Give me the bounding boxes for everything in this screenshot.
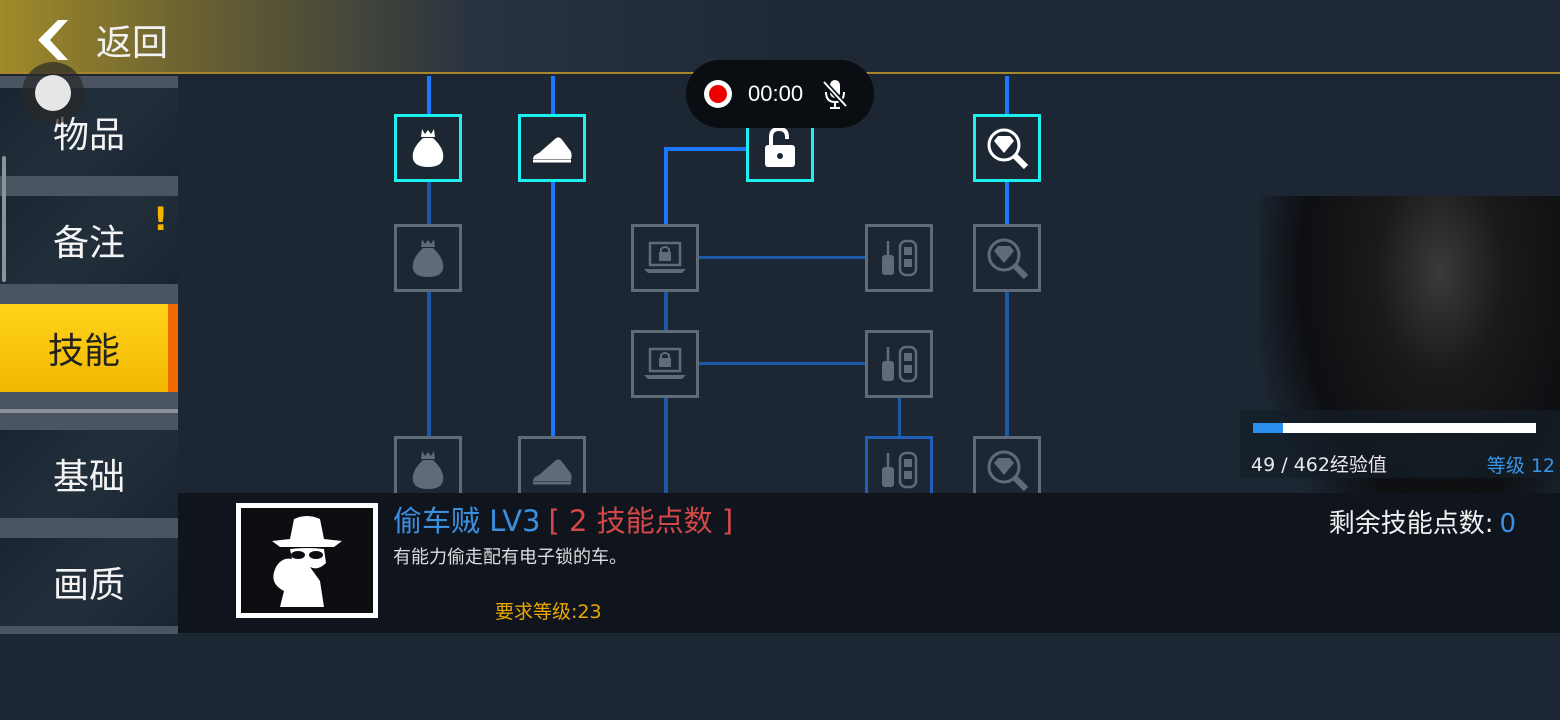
skill-node-car-key-fob[interactable]: [865, 436, 933, 493]
skill-node-diamond-magnifier[interactable]: [973, 114, 1041, 182]
sidebar-item-notes[interactable]: 备注!: [0, 196, 178, 284]
mic-muted-icon[interactable]: [821, 78, 849, 110]
label: 剩余技能点数:: [1328, 509, 1494, 539]
sidebar-item-basics[interactable]: 基础: [0, 430, 178, 518]
label: 画质: [52, 565, 125, 606]
shoe-icon: [533, 137, 572, 163]
record-time: 00:00: [748, 81, 804, 106]
floating-assist-button[interactable]: [22, 62, 84, 124]
car-key-fob-icon: [882, 451, 918, 489]
skill-node-money-bag[interactable]: [394, 436, 462, 493]
diamond-magnifier-icon: [987, 450, 1029, 492]
money-bag-icon: [412, 239, 444, 277]
sidebar-item-items[interactable]: 物品: [0, 88, 178, 176]
skill-node-diamond-magnifier[interactable]: [973, 224, 1041, 292]
back-button[interactable]: 返回: [28, 14, 168, 66]
car-key-fob-icon: [882, 345, 918, 383]
xp-text: 49 / 462经验值: [1251, 454, 1387, 476]
remaining-skill-points: 剩余技能点数:0: [1329, 503, 1516, 540]
shoe-icon: [533, 459, 572, 485]
car-key-fob-icon: [882, 239, 918, 277]
sidebar: 物品 备注! 技能 基础 画质: [0, 76, 178, 636]
skill-detail-panel: 偷车贼 LV3[ 2 技能点数 ] 有能力偷走配有电子锁的车。 要求等级:23 …: [178, 493, 1560, 633]
chevron-left-icon: [38, 20, 68, 60]
skill-requirement: 要求等级:23: [495, 601, 602, 623]
skill-node-diamond-magnifier[interactable]: [973, 436, 1041, 493]
skill-title: 偷车贼 LV3[ 2 技能点数 ]: [393, 498, 733, 540]
alert-badge: !: [153, 200, 168, 238]
xp-progress-bar: [1253, 423, 1536, 433]
skill-node-laptop-lock[interactable]: [631, 224, 699, 292]
level-label: 等级 12: [1486, 455, 1555, 477]
value: 0: [1499, 509, 1516, 539]
car-thief-icon: [236, 503, 378, 618]
skill-node-laptop-lock[interactable]: [631, 330, 699, 398]
divider: [0, 284, 178, 304]
diamond-magnifier-icon: [987, 128, 1029, 170]
skill-cost: [ 2 技能点数 ]: [548, 504, 734, 538]
scrollbar[interactable]: [2, 156, 6, 282]
divider: [0, 392, 178, 430]
skill-tree: [178, 76, 1560, 493]
skill-node-shoe[interactable]: [518, 114, 586, 182]
diamond-magnifier-icon: [987, 238, 1029, 280]
money-bag-icon: [412, 129, 444, 167]
skill-node-car-key-fob[interactable]: [865, 224, 933, 292]
laptop-lock-icon: [644, 241, 686, 273]
label: 备注: [52, 223, 125, 264]
divider: [0, 176, 178, 196]
back-label: 返回: [96, 23, 169, 64]
divider: [0, 626, 178, 634]
money-bag-icon: [412, 451, 444, 489]
skill-node-money-bag[interactable]: [394, 224, 462, 292]
divider: [0, 518, 178, 538]
record-icon[interactable]: [704, 80, 732, 108]
screen-recorder-pill[interactable]: 00:00: [686, 60, 874, 128]
label: 技能: [47, 331, 120, 372]
skill-node-shoe[interactable]: [518, 436, 586, 493]
label: 物品: [52, 115, 125, 156]
laptop-lock-icon: [644, 347, 686, 379]
xp-panel: 49 / 462经验值 等级 12: [1240, 410, 1560, 478]
sidebar-item-graphics[interactable]: 画质: [0, 538, 178, 626]
skill-node-money-bag[interactable]: [394, 114, 462, 182]
sidebar-item-skills[interactable]: 技能: [0, 304, 178, 392]
skill-description: 有能力偷走配有电子锁的车。: [393, 547, 627, 568]
skill-node-car-key-fob[interactable]: [865, 330, 933, 398]
unlocked-padlock-icon: [765, 126, 795, 167]
label: 基础: [52, 457, 125, 498]
skill-name: 偷车贼 LV3: [393, 504, 541, 538]
